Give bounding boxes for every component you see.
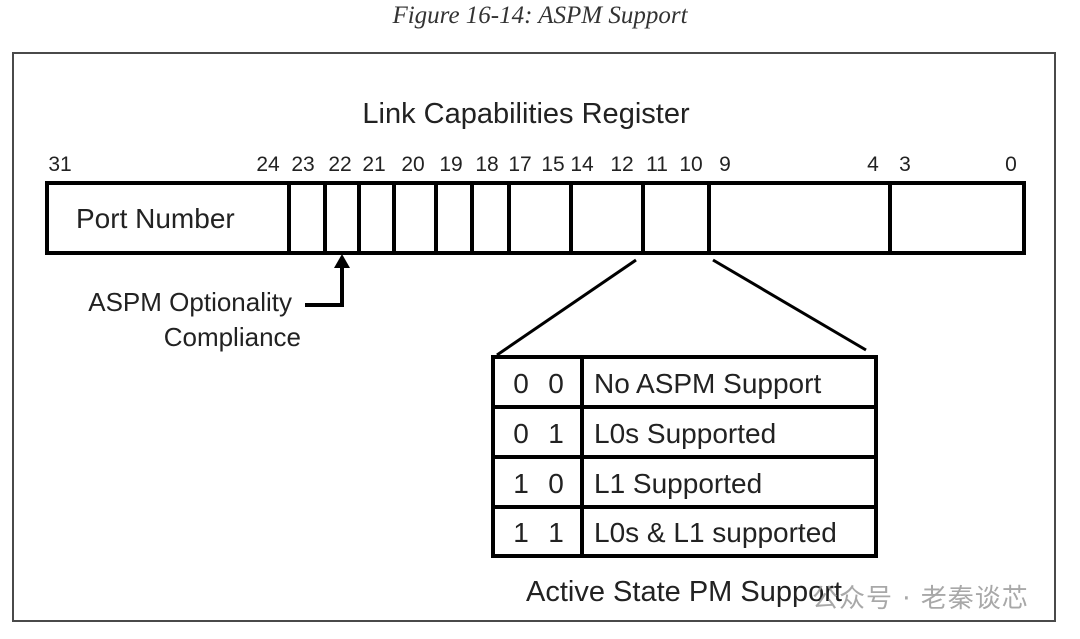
row3-meaning: L0s & L1 supported xyxy=(594,517,837,548)
bit-label-15: 15 xyxy=(541,153,564,176)
bit-label-row: 31 24 23 22 21 20 19 18 17 15 14 12 11 1… xyxy=(48,153,1017,176)
register-box xyxy=(45,181,1026,255)
figure-caption: Figure 16-14: ASPM Support xyxy=(392,2,688,29)
bit-label-21: 21 xyxy=(362,153,385,176)
row0-bit10: 0 xyxy=(548,368,564,399)
figure-frame xyxy=(12,52,1056,622)
bit-label-23: 23 xyxy=(291,153,314,176)
register-title: Link Capabilities Register xyxy=(362,98,690,130)
expansion-line-right xyxy=(712,258,867,352)
bit-label-0: 0 xyxy=(1005,153,1017,176)
bit-label-14: 14 xyxy=(570,153,594,176)
bit-label-18: 18 xyxy=(475,153,498,176)
row2-bit11: 1 xyxy=(513,468,529,499)
row0-meaning: No ASPM Support xyxy=(594,368,821,399)
port-number-field: Port Number xyxy=(76,203,235,234)
aspm-support-table: 0 0 No ASPM Support 0 1 L0s Supported 1 … xyxy=(491,355,878,558)
row3-bit10: 1 xyxy=(548,517,564,548)
bit-label-12: 12 xyxy=(610,153,633,176)
bit-label-24: 24 xyxy=(256,153,280,176)
optionality-pointer-line xyxy=(305,266,344,307)
row2-meaning: L1 Supported xyxy=(594,468,762,499)
bit-label-17: 17 xyxy=(508,153,531,176)
bit-label-19: 19 xyxy=(439,153,462,176)
bit-label-3: 3 xyxy=(899,153,911,176)
bit-label-10: 10 xyxy=(679,153,702,176)
bit-label-20: 20 xyxy=(401,153,424,176)
row3-bit11: 1 xyxy=(513,517,529,548)
row1-bit10: 1 xyxy=(548,418,564,449)
field-dividers xyxy=(287,183,892,253)
row1-meaning: L0s Supported xyxy=(594,418,776,449)
bit-label-4: 4 xyxy=(867,153,879,176)
optionality-label-line1: ASPM Optionality xyxy=(88,287,292,317)
row1-bit11: 0 xyxy=(513,418,529,449)
bit-label-22: 22 xyxy=(328,153,351,176)
bit-label-31: 31 xyxy=(48,153,71,176)
bit-label-11: 11 xyxy=(646,153,668,176)
optionality-arrowhead xyxy=(334,254,350,268)
expansion-line-left xyxy=(496,258,637,357)
optionality-label-line2: Compliance xyxy=(164,322,301,352)
row0-bit11: 0 xyxy=(513,368,529,399)
watermark-text: 公众号 · 老秦谈芯 xyxy=(812,584,1029,614)
aspm-table-footer: Active State PM Support xyxy=(526,576,842,608)
bit-label-9: 9 xyxy=(719,153,731,176)
row2-bit10: 0 xyxy=(548,468,564,499)
